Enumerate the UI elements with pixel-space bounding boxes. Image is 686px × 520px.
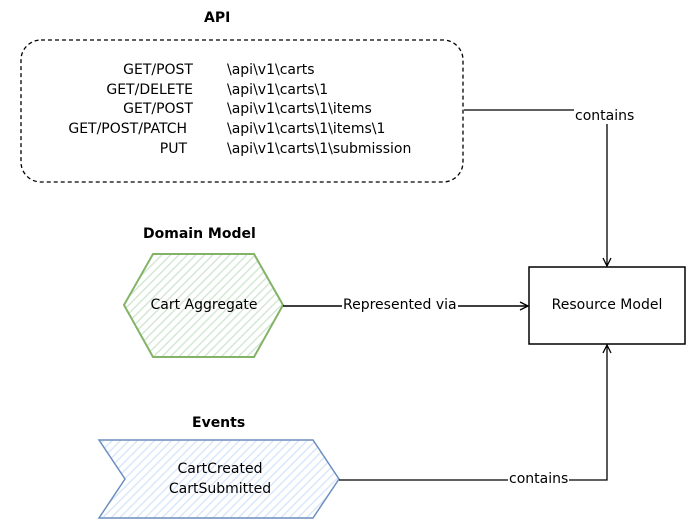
cart-aggregate-label: Cart Aggregate xyxy=(150,297,258,313)
edge-label-events-contains: contains xyxy=(508,471,570,487)
domain-model-group-title: Domain Model xyxy=(143,226,256,242)
endpoint-method: GET/POST xyxy=(123,62,193,78)
event-item: CartCreated xyxy=(177,461,263,477)
edge-label-api-contains: contains xyxy=(574,108,636,124)
cart-aggregate-hexagon[interactable] xyxy=(122,253,285,358)
events-step-shape[interactable] xyxy=(97,439,340,519)
edge-events-to-resource[interactable] xyxy=(339,345,607,481)
edge-label-represented-via: Represented via xyxy=(342,297,458,313)
api-group-container[interactable] xyxy=(20,39,464,183)
api-group-title: API xyxy=(204,10,231,26)
endpoint-path: \api\v1\carts\1\items\1 xyxy=(227,121,386,137)
edge-api-to-resource[interactable] xyxy=(464,109,607,266)
endpoint-method: GET/POST xyxy=(123,101,193,117)
endpoint-path: \api\v1\carts xyxy=(227,62,315,78)
events-label: CartCreated CartSubmitted xyxy=(110,459,330,499)
endpoint-path: \api\v1\carts\1\items xyxy=(227,101,372,117)
endpoint-method: PUT xyxy=(159,141,187,157)
resource-model-label: Resource Model xyxy=(551,297,663,313)
endpoint-method: GET/DELETE xyxy=(106,82,193,98)
event-item: CartSubmitted xyxy=(168,481,272,497)
endpoint-path: \api\v1\carts\1 xyxy=(227,82,329,98)
endpoint-method: GET/POST/PATCH xyxy=(68,121,187,137)
events-group-title: Events xyxy=(192,415,246,431)
endpoint-path: \api\v1\carts\1\submission xyxy=(227,141,412,157)
